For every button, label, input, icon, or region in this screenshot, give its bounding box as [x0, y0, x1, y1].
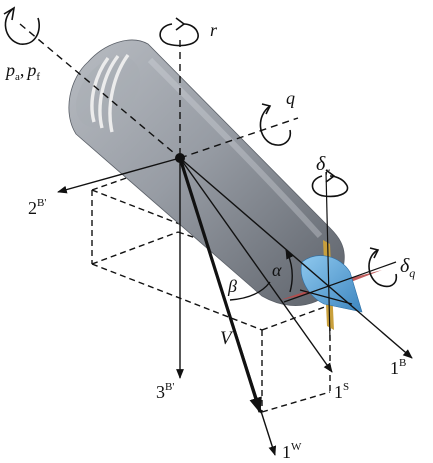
axis-1B — [179, 157, 413, 359]
longitudinal-axis-dashed — [19, 23, 181, 159]
label-axis-3B: 3B' — [156, 381, 174, 402]
label-V: V — [220, 328, 234, 349]
labels: pa,pf r q δr δq α β V 2B' 3B' 1B 1S 1W — [4, 20, 415, 462]
rotation-arrow-icon — [259, 103, 292, 146]
label-axis-1B: 1B — [390, 357, 406, 378]
center-of-mass — [175, 153, 185, 163]
nose-cone — [300, 255, 363, 313]
angle-arcs — [229, 249, 294, 301]
axis-2B — [57, 157, 181, 194]
label-delta-q: δq — [400, 255, 415, 280]
label-axis-1W: 1W — [282, 441, 302, 462]
projectile — [68, 39, 345, 306]
rotation-arrow-icon — [368, 247, 398, 288]
axes — [19, 23, 413, 456]
projectile-band — [108, 53, 130, 133]
rotation-arrow-icon — [3, 6, 40, 45]
projectile-band — [98, 54, 120, 129]
label-alpha: α — [272, 260, 282, 280]
axis-1S — [179, 157, 333, 373]
label-delta-r: δr — [316, 153, 330, 178]
rotation-arrow-icon — [159, 17, 199, 47]
fin-yaw-axis — [325, 171, 331, 341]
rotation-arrow-icon — [311, 169, 349, 198]
projectile-band — [90, 56, 110, 123]
label-axis-1S: 1S — [334, 381, 349, 402]
label-axis-2B: 2B' — [28, 197, 46, 218]
label-p-a: pa,pf — [4, 60, 40, 83]
fin-pitch-axis — [283, 261, 397, 303]
alpha-arc — [285, 249, 294, 293]
pitch-axis-dashed — [179, 117, 299, 159]
label-q: q — [286, 88, 295, 108]
velocity-vector — [178, 157, 262, 414]
label-r: r — [210, 20, 218, 40]
beta-arc — [229, 281, 271, 301]
label-beta: β — [227, 276, 237, 296]
